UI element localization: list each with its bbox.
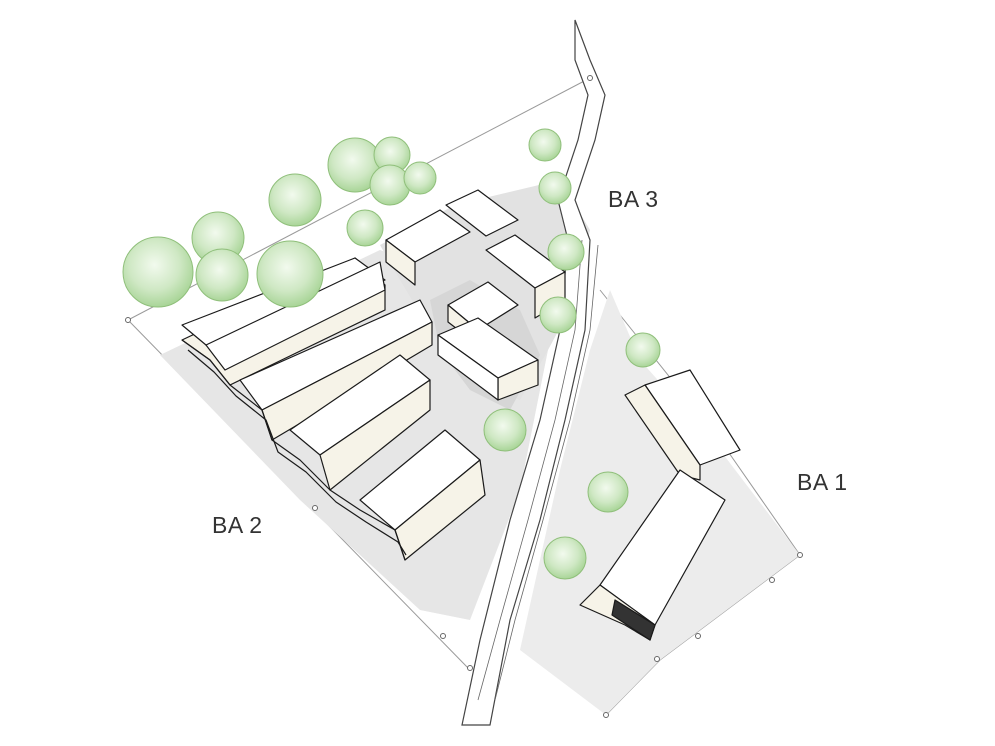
tree-icon <box>268 173 322 227</box>
tree-icon <box>256 240 324 308</box>
buildings-ba3 <box>385 189 566 401</box>
buildings-ba1 <box>579 369 741 641</box>
tree-icon <box>369 164 411 206</box>
tree-icon <box>625 332 661 368</box>
trees <box>122 128 661 580</box>
tree-icon <box>547 233 585 271</box>
tree-icon <box>543 536 587 580</box>
tree-icon <box>587 471 629 513</box>
building-ba2-facade <box>181 339 406 561</box>
tree-icon <box>195 248 249 302</box>
tree-icon <box>539 296 577 334</box>
tree-icon <box>346 209 384 247</box>
tree-icon <box>528 128 562 162</box>
building-ba1-2-shade <box>611 599 656 641</box>
label-ba2: BA 2 <box>212 512 263 538</box>
label-ba1: BA 1 <box>797 469 848 495</box>
building-ba3-1-wall <box>385 239 416 286</box>
building-ba3-5-side <box>437 334 499 401</box>
survey-points <box>125 75 803 718</box>
building-ba2-facade-2 <box>187 349 407 556</box>
building-ba2-4-wall <box>319 379 431 491</box>
building-ba3-2-roof <box>445 189 519 237</box>
label-ba3: BA 3 <box>608 186 659 212</box>
building-ba1-1-wall <box>624 384 701 481</box>
tree-icon <box>483 408 527 452</box>
building-ba2-2-roof <box>205 261 386 371</box>
tree-icon <box>403 161 437 195</box>
tree-icon <box>538 171 572 205</box>
tree-icon <box>122 236 194 308</box>
